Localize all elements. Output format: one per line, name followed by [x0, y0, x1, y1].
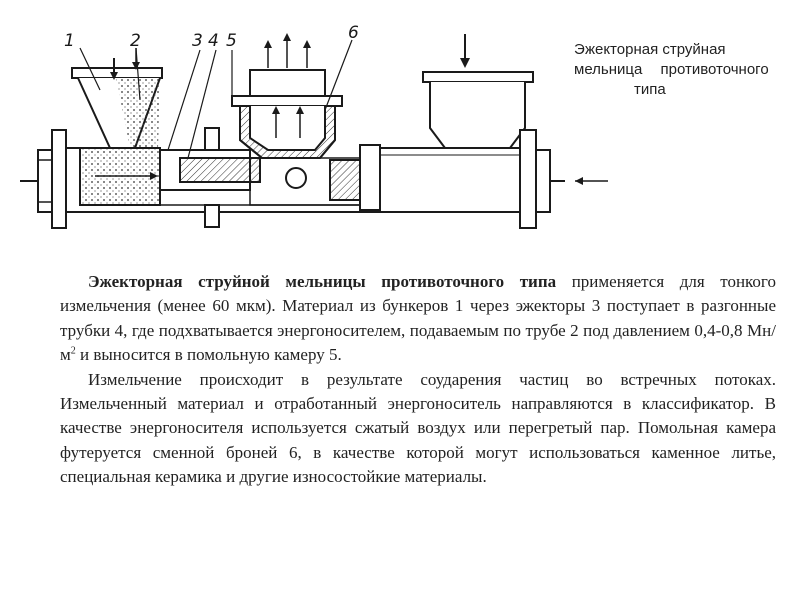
right-hopper	[422, 34, 534, 149]
grinding-chamber	[231, 69, 381, 211]
label-1: 1	[64, 31, 75, 51]
description-text: Эжекторная струйной мельницы противоточн…	[60, 270, 776, 490]
ejector-tube	[79, 127, 261, 228]
right-flange	[519, 129, 608, 229]
label-2: 2	[130, 31, 141, 51]
paragraph-2: Измельчение происходит в результате соуд…	[60, 369, 776, 487]
label-3: 3	[192, 31, 203, 51]
caption-line-3: типа	[634, 81, 666, 98]
ejector-mill-diagram: 1 2 3 4 5 6	[20, 23, 608, 229]
label-5: 5	[226, 31, 237, 51]
paragraph-1: Эжекторная струйной мельницы противоточн…	[60, 270, 776, 368]
outlet-arrows	[132, 33, 311, 138]
paragraph-1-part-b: и выносится в помольную камеру 5.	[75, 345, 342, 365]
label-4: 4	[208, 31, 219, 51]
caption-line-1: Эжекторная струйная	[574, 41, 726, 58]
paragraph-1-sup: 2	[70, 345, 76, 357]
diagram-caption: Эжекторная струйная мельница противоточн…	[574, 40, 800, 100]
hopper-1	[71, 58, 163, 149]
paragraph-1-bold: Эжекторная струйной мельницы противоточн…	[88, 272, 557, 291]
label-6: 6	[348, 23, 359, 43]
leader-lines	[79, 39, 353, 159]
paragraph-1-part-a: применяется для тонкого измельчения (мен…	[60, 272, 776, 365]
caption-line-2: мельница противоточного	[574, 61, 769, 78]
left-flange	[20, 129, 67, 229]
part-labels: 1 2 3 4 5 6	[64, 23, 359, 51]
